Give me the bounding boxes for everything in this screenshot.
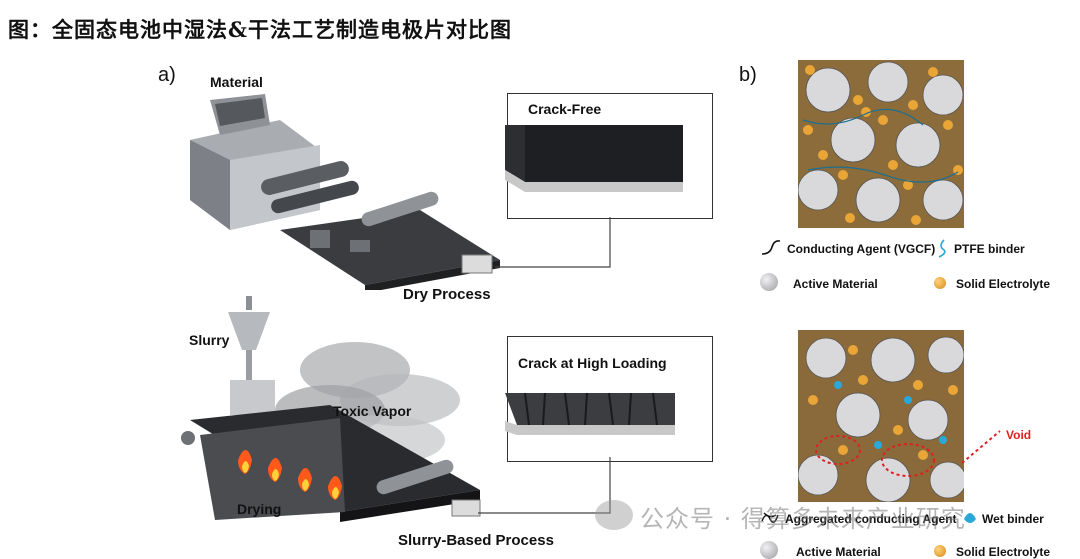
watermark-text: 公众号 · 得算多未来产业研究 [640,505,966,533]
crack-free-electrode-illustration [505,125,683,192]
slurry-process-label: Slurry-Based Process [398,532,554,549]
ptfe-binder-icon [938,239,946,258]
cracked-electrode-illustration [505,392,675,435]
conducting-agent-icon [761,240,781,255]
figure-title: 图：全固态电池中湿法&干法工艺制造电极片对比图 [8,17,512,42]
dry-process-machine-illustration [190,94,500,290]
legend-solid-electrolyte-top: Solid Electrolyte [956,277,1051,291]
legend-solid-electrolyte-bottom: Solid Electrolyte [956,545,1051,559]
solid-electrolyte-icon-bottom [934,545,946,557]
void-pointer [961,430,1001,464]
legend-conducting-agent-top: Conducting Agent (VGCF) [787,242,936,256]
aggregated-conducting-agent-icon [761,512,779,523]
legend-ptfe-binder: PTFE binder [954,242,1025,256]
dry-inset-label: Crack-Free [528,101,602,117]
legend-wet-binder: Wet binder [982,512,1044,526]
panel-a-letter: a) [158,64,176,86]
panel-b-letter: b) [739,64,757,86]
active-material-icon-top [760,273,778,291]
material-label: Material [210,74,263,90]
drying-label: Drying [237,501,282,517]
slurry-label: Slurry [189,332,230,348]
slurry-inset-label: Crack at High Loading [518,355,667,371]
legend-aggregated-conducting-agent: Aggregated conducting Agent [785,512,957,526]
void-label: Void [1006,428,1032,442]
toxic-vapor-label: Toxic Vapor [333,403,412,419]
slurry-process-illustration [181,296,481,522]
solid-electrolyte-icon-top [934,277,946,289]
slurry-connector-line [478,457,611,514]
dry-electrode-microstructure [798,60,964,228]
wet-binder-icon [964,513,976,523]
legend-active-material-bottom: Active Material [796,545,881,559]
active-material-icon-bottom [760,541,778,559]
wet-electrode-microstructure [798,330,964,502]
wechat-icon [595,500,633,530]
legend-active-material-top: Active Material [793,277,878,291]
dry-process-label: Dry Process [403,286,491,303]
dry-connector-line [495,217,611,268]
